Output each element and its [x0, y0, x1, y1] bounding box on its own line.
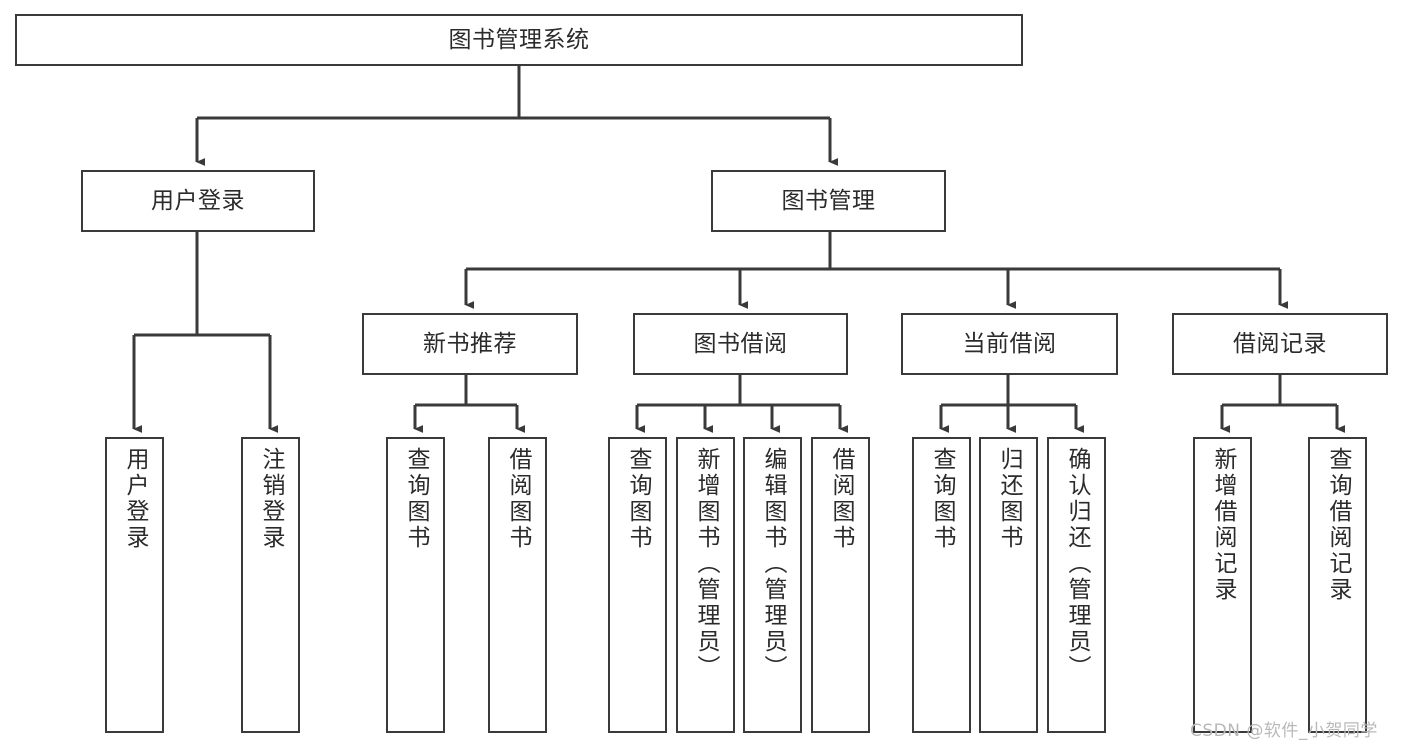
leaf-borrow-books-recommendation[interactable]: 借阅图书: [488, 437, 547, 733]
node-label: 新增图书（管理员）: [693, 447, 719, 681]
node-label: 归还图书: [996, 447, 1022, 551]
node-label: 图书借阅: [693, 330, 788, 357]
node-label: 编辑图书（管理员）: [760, 447, 786, 681]
leaf-query-books-borrowing[interactable]: 查询图书: [608, 437, 667, 733]
leaf-user-login[interactable]: 用户登录: [105, 437, 164, 733]
node-root-library-management-system[interactable]: 图书管理系统: [15, 14, 1023, 66]
leaf-query-books-current[interactable]: 查询图书: [912, 437, 971, 733]
node-label: 新书推荐: [423, 330, 517, 357]
leaf-logout[interactable]: 注销登录: [241, 437, 300, 733]
leaf-query-books-recommendation[interactable]: 查询图书: [386, 437, 445, 733]
node-label: 用户登录: [151, 187, 245, 214]
leaf-add-book-admin[interactable]: 新增图书（管理员）: [676, 437, 735, 733]
leaf-add-borrow-record[interactable]: 新增借阅记录: [1193, 437, 1252, 733]
leaf-edit-book-admin[interactable]: 编辑图书（管理员）: [743, 437, 802, 733]
csdn-watermark: CSDN @软件_小贺同学: [1190, 721, 1378, 741]
node-label: 确认归还（管理员）: [1064, 447, 1090, 681]
node-label: 查询图书: [403, 447, 429, 551]
leaf-borrow-books[interactable]: 借阅图书: [811, 437, 870, 733]
node-label: 用户登录: [122, 447, 148, 551]
node-new-book-recommendation[interactable]: 新书推荐: [362, 313, 578, 375]
leaf-query-borrow-record[interactable]: 查询借阅记录: [1308, 437, 1367, 733]
leaf-confirm-return-admin[interactable]: 确认归还（管理员）: [1047, 437, 1106, 733]
node-borrow-records[interactable]: 借阅记录: [1172, 313, 1388, 375]
node-label: 新增借阅记录: [1210, 447, 1236, 603]
node-label: 借阅图书: [828, 447, 854, 551]
node-current-borrowing[interactable]: 当前借阅: [901, 313, 1118, 375]
node-label: 当前借阅: [962, 330, 1057, 357]
leaf-return-books[interactable]: 归还图书: [979, 437, 1038, 733]
node-book-borrowing[interactable]: 图书借阅: [633, 313, 848, 375]
node-book-management[interactable]: 图书管理: [711, 170, 946, 232]
node-label: 图书管理系统: [448, 26, 590, 53]
node-label: 查询图书: [929, 447, 955, 551]
node-label: 图书管理: [781, 187, 876, 214]
node-label: 借阅记录: [1233, 330, 1327, 357]
node-label: 查询图书: [625, 447, 651, 551]
node-user-login[interactable]: 用户登录: [81, 170, 315, 232]
node-label: 注销登录: [258, 447, 284, 551]
node-label: 借阅图书: [505, 447, 531, 551]
node-label: 查询借阅记录: [1325, 447, 1351, 603]
